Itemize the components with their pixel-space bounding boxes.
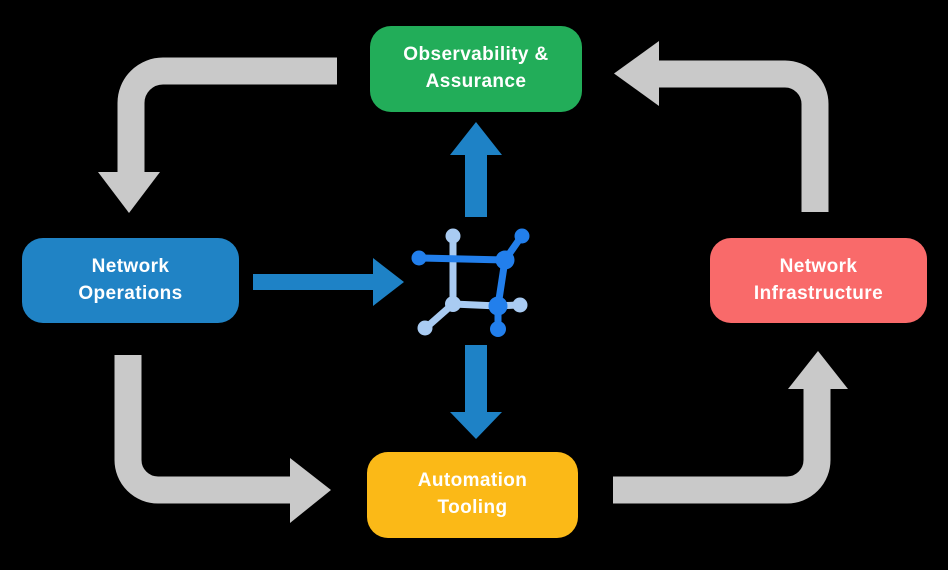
node-network-operations: Network Operations: [22, 238, 239, 323]
node-observability-label: Observability & Assurance: [403, 44, 549, 92]
arrow-automation-to-infrastructure: [613, 351, 848, 504]
network-mesh-icon: [411, 228, 530, 337]
arrow-observability-to-operations: [98, 57, 337, 213]
arrow-icon-to-automation: [450, 345, 502, 439]
node-operations-label: Network Operations: [78, 255, 183, 304]
arrow-operations-to-automation: [114, 355, 331, 523]
arrow-icon-to-observability: [450, 122, 502, 217]
node-observability-assurance: Observability & Assurance: [370, 26, 582, 112]
arrow-infrastructure-to-observability: [614, 41, 829, 212]
node-automation-tooling: Automation Tooling: [367, 452, 578, 538]
node-infrastructure-label: Network Infrastructure: [753, 255, 884, 304]
arrow-operations-to-icon: [253, 258, 404, 306]
node-network-infrastructure: Network Infrastructure: [710, 238, 927, 323]
node-automation-label: Automation Tooling: [417, 470, 528, 518]
